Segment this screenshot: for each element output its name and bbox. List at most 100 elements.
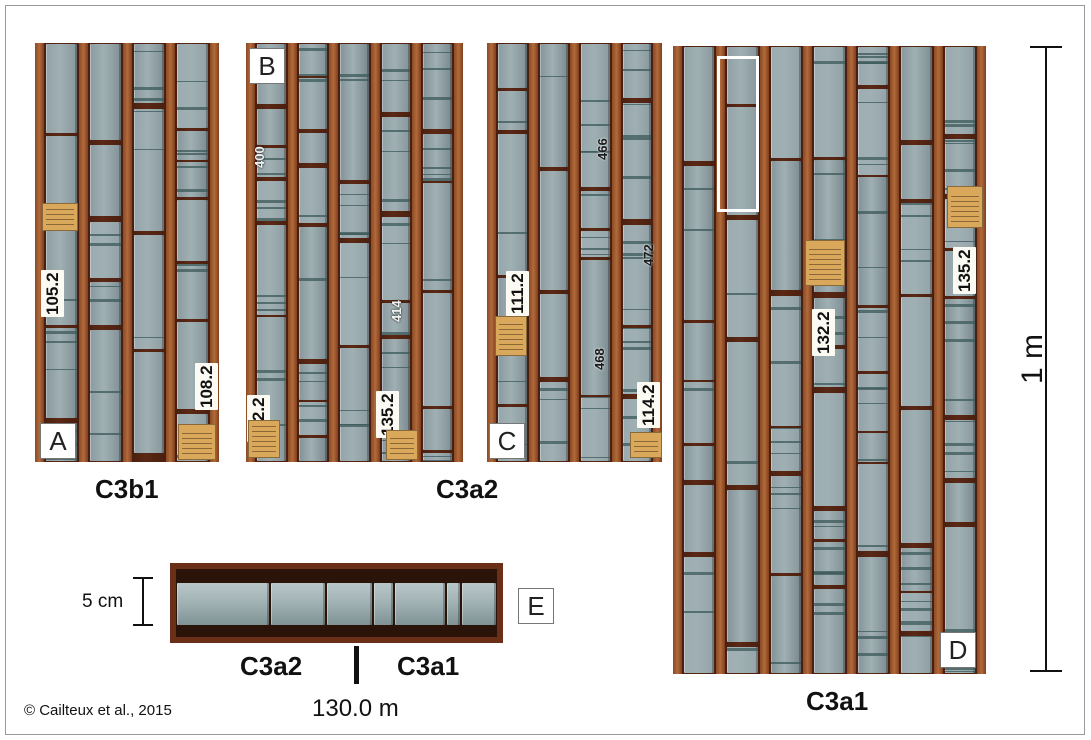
core-banding <box>423 97 452 101</box>
core-piece <box>423 183 452 291</box>
core-banding <box>901 608 932 612</box>
core-piece <box>684 484 715 553</box>
depth-label-d-1: 132.2 <box>812 309 835 356</box>
core-piece <box>462 583 496 625</box>
core-piece <box>177 161 208 198</box>
scale-1m-label: 1 m <box>1016 333 1049 384</box>
core-banding <box>944 143 975 145</box>
core-piece <box>770 295 802 426</box>
core-piece <box>901 297 932 406</box>
copyright-text: © Cailteux et al., 2015 <box>24 702 172 719</box>
core-banding <box>89 285 121 287</box>
core-banding <box>423 174 452 176</box>
core-banding <box>423 51 452 53</box>
core-piece <box>684 446 715 481</box>
core-banding <box>770 508 802 510</box>
core-banding <box>177 107 208 111</box>
core-piece <box>89 145 121 216</box>
core-trough <box>725 46 760 674</box>
core-piece <box>133 44 165 104</box>
core-banding <box>814 547 845 551</box>
core-banding <box>814 173 845 176</box>
core-piece <box>340 243 369 345</box>
core-banding <box>857 156 889 160</box>
core-banding <box>901 622 932 625</box>
core-banding <box>944 304 975 308</box>
core-banding <box>857 62 889 65</box>
core-banding <box>423 455 452 457</box>
core-piece <box>298 44 328 76</box>
core-piece <box>340 183 369 239</box>
unit-label-c3a1-e: C3a1 <box>397 651 460 681</box>
sample-tag <box>805 240 845 286</box>
core-banding <box>770 662 802 665</box>
box-divider <box>570 43 579 462</box>
core-piece <box>381 303 411 336</box>
core-banding <box>423 279 452 282</box>
panel-letter-c: C <box>489 423 525 459</box>
core-banding <box>340 276 369 278</box>
core-banding <box>857 56 889 59</box>
core-banding <box>177 153 208 155</box>
core-banding <box>857 102 889 104</box>
core-banding <box>498 120 527 123</box>
box-divider <box>890 46 900 674</box>
core-piece <box>257 180 286 222</box>
box-divider <box>977 46 986 674</box>
core-trough <box>296 43 330 462</box>
core-banding <box>944 421 975 423</box>
core-piece <box>857 433 889 462</box>
core-piece <box>539 171 568 291</box>
core-banding <box>857 459 889 462</box>
core-trough <box>421 43 454 462</box>
box-divider <box>487 43 496 462</box>
core-banding <box>901 621 932 624</box>
core-banding <box>727 460 758 464</box>
core-piece <box>770 428 802 471</box>
core-box-panel-c <box>487 43 662 462</box>
core-banding <box>340 409 369 411</box>
core-piece <box>814 47 845 158</box>
core-piece <box>133 108 165 231</box>
core-banding <box>381 198 411 202</box>
core-trough <box>338 43 371 462</box>
core-banding <box>901 259 932 262</box>
core-banding <box>622 347 651 351</box>
core-banding <box>901 202 932 205</box>
box-divider <box>803 46 813 674</box>
core-box-panel-a <box>35 43 219 462</box>
core-piece <box>89 329 121 461</box>
core-banding <box>257 370 286 374</box>
core-mark-b-2: 414 <box>389 300 404 322</box>
core-piece <box>727 342 758 486</box>
core-piece <box>133 352 165 454</box>
core-banding <box>177 264 208 267</box>
box-divider <box>329 43 339 462</box>
core-banding <box>340 232 369 236</box>
boundary-marker <box>354 646 359 684</box>
core-trough <box>537 43 570 462</box>
core-banding <box>857 53 889 56</box>
core-mark-c-3: 472 <box>641 244 656 266</box>
scale-5cm-cap-top <box>133 577 153 579</box>
box-divider <box>716 46 726 674</box>
box-divider <box>611 43 621 462</box>
core-banding <box>177 268 208 271</box>
core-banding <box>177 154 208 156</box>
core-banding <box>46 331 77 335</box>
core-piece <box>727 490 758 643</box>
core-piece <box>727 219 758 338</box>
box-divider <box>78 43 88 462</box>
core-trough <box>87 43 123 462</box>
panel-letter-d: D <box>940 632 976 668</box>
core-piece <box>857 374 889 431</box>
core-trough <box>682 46 717 674</box>
core-banding <box>622 328 651 330</box>
core-banding <box>381 352 411 355</box>
scale-5cm-cap-bottom <box>133 624 153 626</box>
core-banding <box>581 407 610 409</box>
sample-tag <box>495 316 527 356</box>
box-divider <box>370 43 380 462</box>
box-divider <box>528 43 538 462</box>
core-piece <box>684 166 715 321</box>
